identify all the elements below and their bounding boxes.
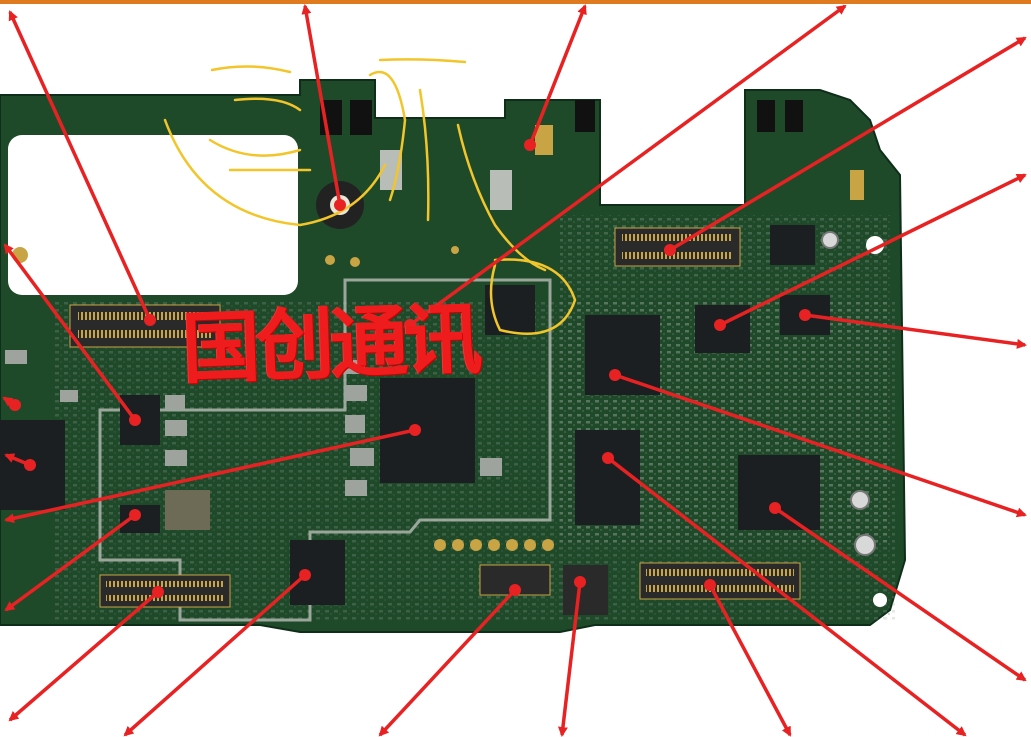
arrow-tips: [9, 139, 811, 598]
board-connectors: [69, 227, 801, 615]
passive-components: [5, 125, 864, 496]
yellow-pen-marks: [163, 58, 577, 335]
pointer-arrows: [2, 4, 1027, 737]
test-pads: [325, 246, 554, 551]
rf-shield-outline: [98, 278, 552, 622]
board-chips: [0, 225, 830, 605]
top-border: [0, 0, 1031, 4]
watermark-text: 国创通讯: [180, 293, 480, 396]
